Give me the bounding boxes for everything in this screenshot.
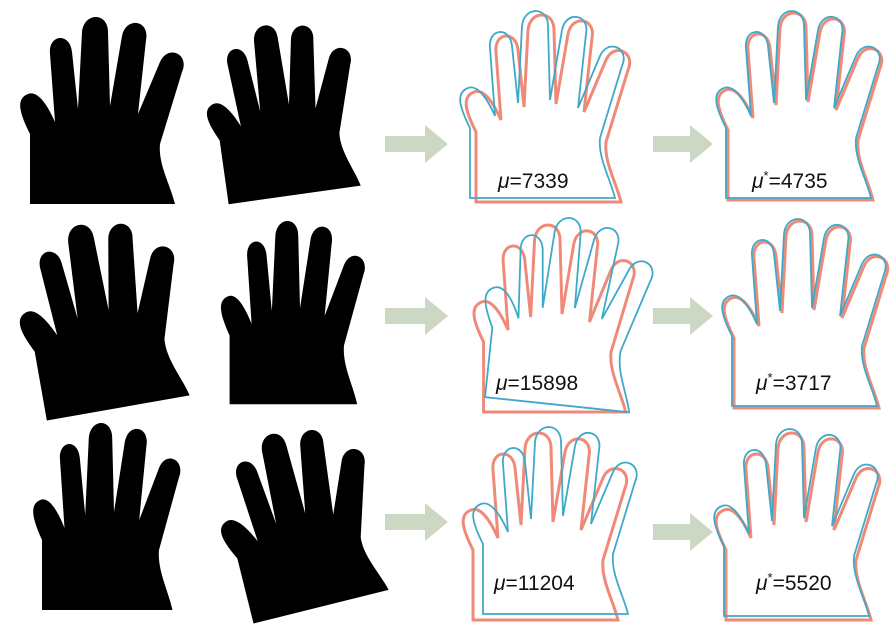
error-label: μ=7339 <box>497 170 569 193</box>
arrow-icon <box>385 297 448 335</box>
hand-silhouette <box>221 221 365 404</box>
hand-silhouette <box>196 14 369 205</box>
row-1: μ=7339 μ*=4735 <box>20 11 882 205</box>
error-label: μ=15898 <box>495 372 578 395</box>
row-3: μ=11204 μ*=5520 <box>33 414 880 626</box>
error-label: μ=11204 <box>493 572 575 595</box>
hand-silhouette <box>33 423 180 610</box>
hand-silhouette <box>201 414 397 626</box>
hand-silhouette <box>5 210 199 423</box>
arrow-icon <box>385 125 448 163</box>
hand-silhouette <box>20 17 184 204</box>
error-label: μ*=5520 <box>755 570 832 595</box>
error-label: μ*=4735 <box>751 168 828 193</box>
arrow-icon <box>653 297 713 335</box>
arrow-icon <box>653 513 713 551</box>
error-label: μ*=3717 <box>755 370 832 395</box>
arrow-icon <box>385 503 448 541</box>
arrow-icon <box>653 125 713 163</box>
row-2: μ=15898 μ*=3717 <box>5 210 888 423</box>
